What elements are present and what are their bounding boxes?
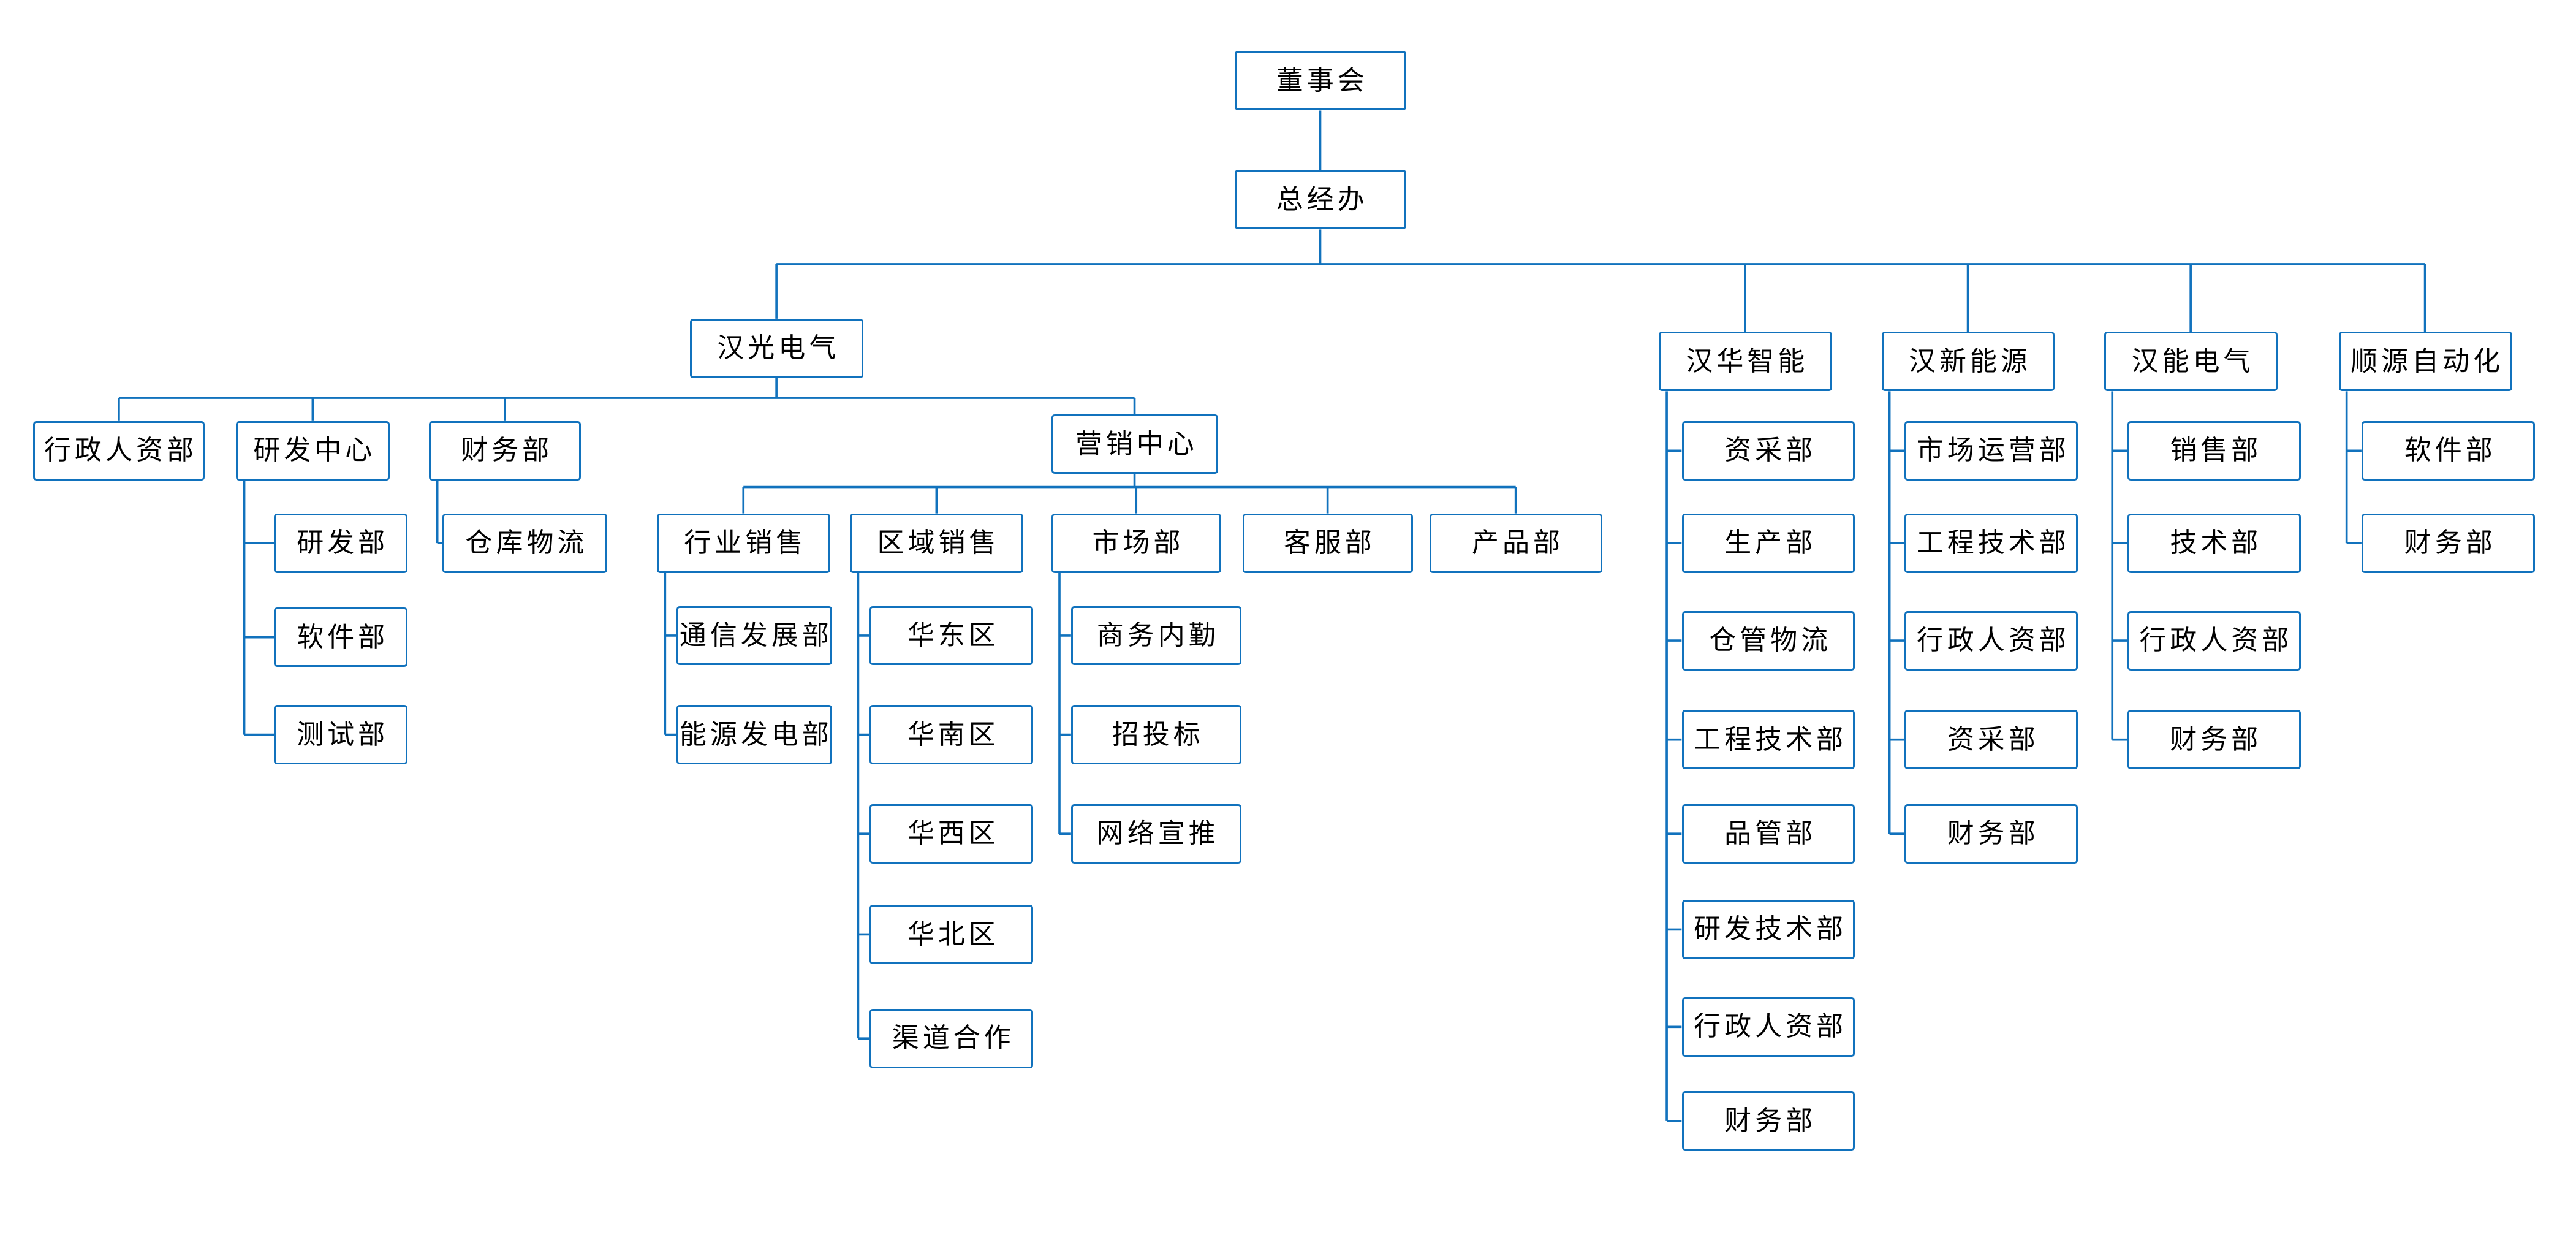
org-node-hn-sales: 销售部 [2127,420,2301,481]
org-node-east-china: 华东区 [869,606,1034,666]
org-node-label: 客服部 [1283,528,1376,558]
org-node-warehouse-logistics: 仓库物流 [442,513,608,573]
org-node-label: 仓库物流 [465,528,588,558]
org-node-label: 技术部 [2170,528,2262,558]
org-node-label: 通信发展部 [679,620,833,650]
org-node-label: 招投标 [1112,719,1204,750]
org-node-rd-dept: 研发部 [274,513,408,573]
org-node-label: 能源发电部 [679,719,833,750]
org-node-label: 华北区 [907,919,999,949]
org-node-customer-service: 客服部 [1243,513,1413,573]
org-node-label: 行政人资部 [1694,1011,1847,1042]
org-node-hh-warehouse: 仓管物流 [1681,610,1855,671]
org-node-hn-admin-hr: 行政人资部 [2127,610,2301,671]
org-node-hanguang: 汉光电气 [689,318,863,378]
org-node-label: 研发中心 [253,435,376,466]
org-node-regional-sales: 区域销售 [850,513,1023,573]
org-node-hx-engineering: 工程技术部 [1904,513,2078,573]
org-node-hh-admin-hr: 行政人资部 [1681,997,1855,1057]
org-node-label: 汉新能源 [1908,346,2031,376]
org-node-label: 资采部 [1947,724,2039,755]
org-node-label: 软件部 [2404,435,2496,466]
org-node-label: 市场部 [1092,528,1184,558]
org-node-hx-market-ops: 市场运营部 [1904,420,2078,481]
org-node-label: 财务部 [1724,1105,1817,1136]
org-node-hanhua: 汉华智能 [1658,332,1832,392]
org-node-label: 测试部 [297,719,389,750]
org-node-label: 华南区 [907,719,999,750]
org-node-label: 总经办 [1276,184,1368,215]
org-node-market-dept: 市场部 [1051,513,1222,573]
org-node-label: 销售部 [2170,435,2262,466]
org-node-label: 产品部 [1471,528,1564,558]
org-node-online-promo: 网络宣推 [1071,804,1241,864]
org-node-rd-center: 研发中心 [236,420,390,481]
org-node-label: 行政人资部 [1916,625,2070,656]
org-node-shunyuan: 顺源自动化 [2338,332,2512,392]
org-node-hh-engineering: 工程技术部 [1681,710,1855,770]
org-node-south-china: 华南区 [869,705,1034,765]
org-node-channel-coop: 渠道合作 [869,1008,1034,1068]
org-node-hx-admin-hr: 行政人资部 [1904,610,2078,671]
org-node-energy-power: 能源发电部 [676,705,833,765]
org-node-industry-sales: 行业销售 [657,513,830,573]
org-node-north-china: 华北区 [869,905,1034,964]
org-node-label: 财务部 [1947,818,2039,849]
org-node-bidding: 招投标 [1071,705,1241,765]
org-node-marketing-center: 营销中心 [1051,414,1218,474]
org-node-hh-production: 生产部 [1681,513,1855,573]
org-node-hh-finance: 财务部 [1681,1091,1855,1151]
org-node-hn-tech: 技术部 [2127,513,2301,573]
org-node-label: 汉光电气 [717,333,840,363]
org-node-label: 营销中心 [1075,428,1198,459]
org-node-hh-procurement: 资采部 [1681,420,1855,481]
org-node-hanneng: 汉能电气 [2104,332,2278,392]
org-node-product-dept: 产品部 [1429,513,1603,573]
org-node-software-dept: 软件部 [274,607,408,668]
org-node-label: 网络宣推 [1096,818,1219,849]
org-node-business-support: 商务内勤 [1071,606,1241,666]
org-node-sy-software: 软件部 [2362,420,2536,481]
org-node-label: 研发部 [297,528,389,558]
org-node-label: 工程技术部 [1916,528,2070,558]
org-node-label: 品管部 [1724,818,1817,849]
org-node-label: 渠道合作 [892,1023,1015,1054]
org-node-label: 资采部 [1724,435,1817,466]
org-node-label: 生产部 [1724,528,1817,558]
org-node-hh-quality: 品管部 [1681,804,1855,864]
org-node-label: 商务内勤 [1096,620,1219,650]
org-node-hanxin: 汉新能源 [1881,332,2055,392]
org-node-label: 行业销售 [684,528,807,558]
org-node-label: 行政人资部 [44,435,197,466]
org-node-label: 汉华智能 [1686,346,1809,376]
org-node-label: 行政人资部 [2139,625,2293,656]
org-node-label: 财务部 [461,435,553,466]
org-node-hx-finance: 财务部 [1904,804,2078,864]
org-node-west-china: 华西区 [869,804,1034,864]
org-node-label: 研发技术部 [1694,914,1847,945]
org-node-hg-admin-hr: 行政人资部 [32,420,205,481]
org-node-label: 华西区 [907,818,999,849]
org-node-label: 财务部 [2170,724,2262,755]
org-node-gm-office: 总经办 [1234,170,1406,230]
org-node-label: 软件部 [297,622,389,652]
org-node-label: 顺源自动化 [2351,346,2504,376]
org-node-label: 汉能电气 [2131,346,2254,376]
org-node-hg-finance: 财务部 [429,420,581,481]
org-node-label: 工程技术部 [1694,724,1847,755]
org-node-label: 区域销售 [877,528,1000,558]
org-node-sy-finance: 财务部 [2362,513,2536,573]
org-node-label: 华东区 [907,620,999,650]
org-node-label: 仓管物流 [1709,625,1832,656]
org-node-testing-dept: 测试部 [274,705,408,765]
org-node-hx-procurement: 资采部 [1904,710,2078,770]
org-node-label: 财务部 [2404,528,2496,558]
org-node-board: 董事会 [1234,51,1406,111]
org-node-label: 市场运营部 [1916,435,2070,466]
org-node-label: 董事会 [1276,65,1368,96]
org-node-hn-finance: 财务部 [2127,710,2301,770]
org-node-telecom-dev: 通信发展部 [676,606,832,666]
org-node-hh-rd-tech: 研发技术部 [1681,899,1855,959]
